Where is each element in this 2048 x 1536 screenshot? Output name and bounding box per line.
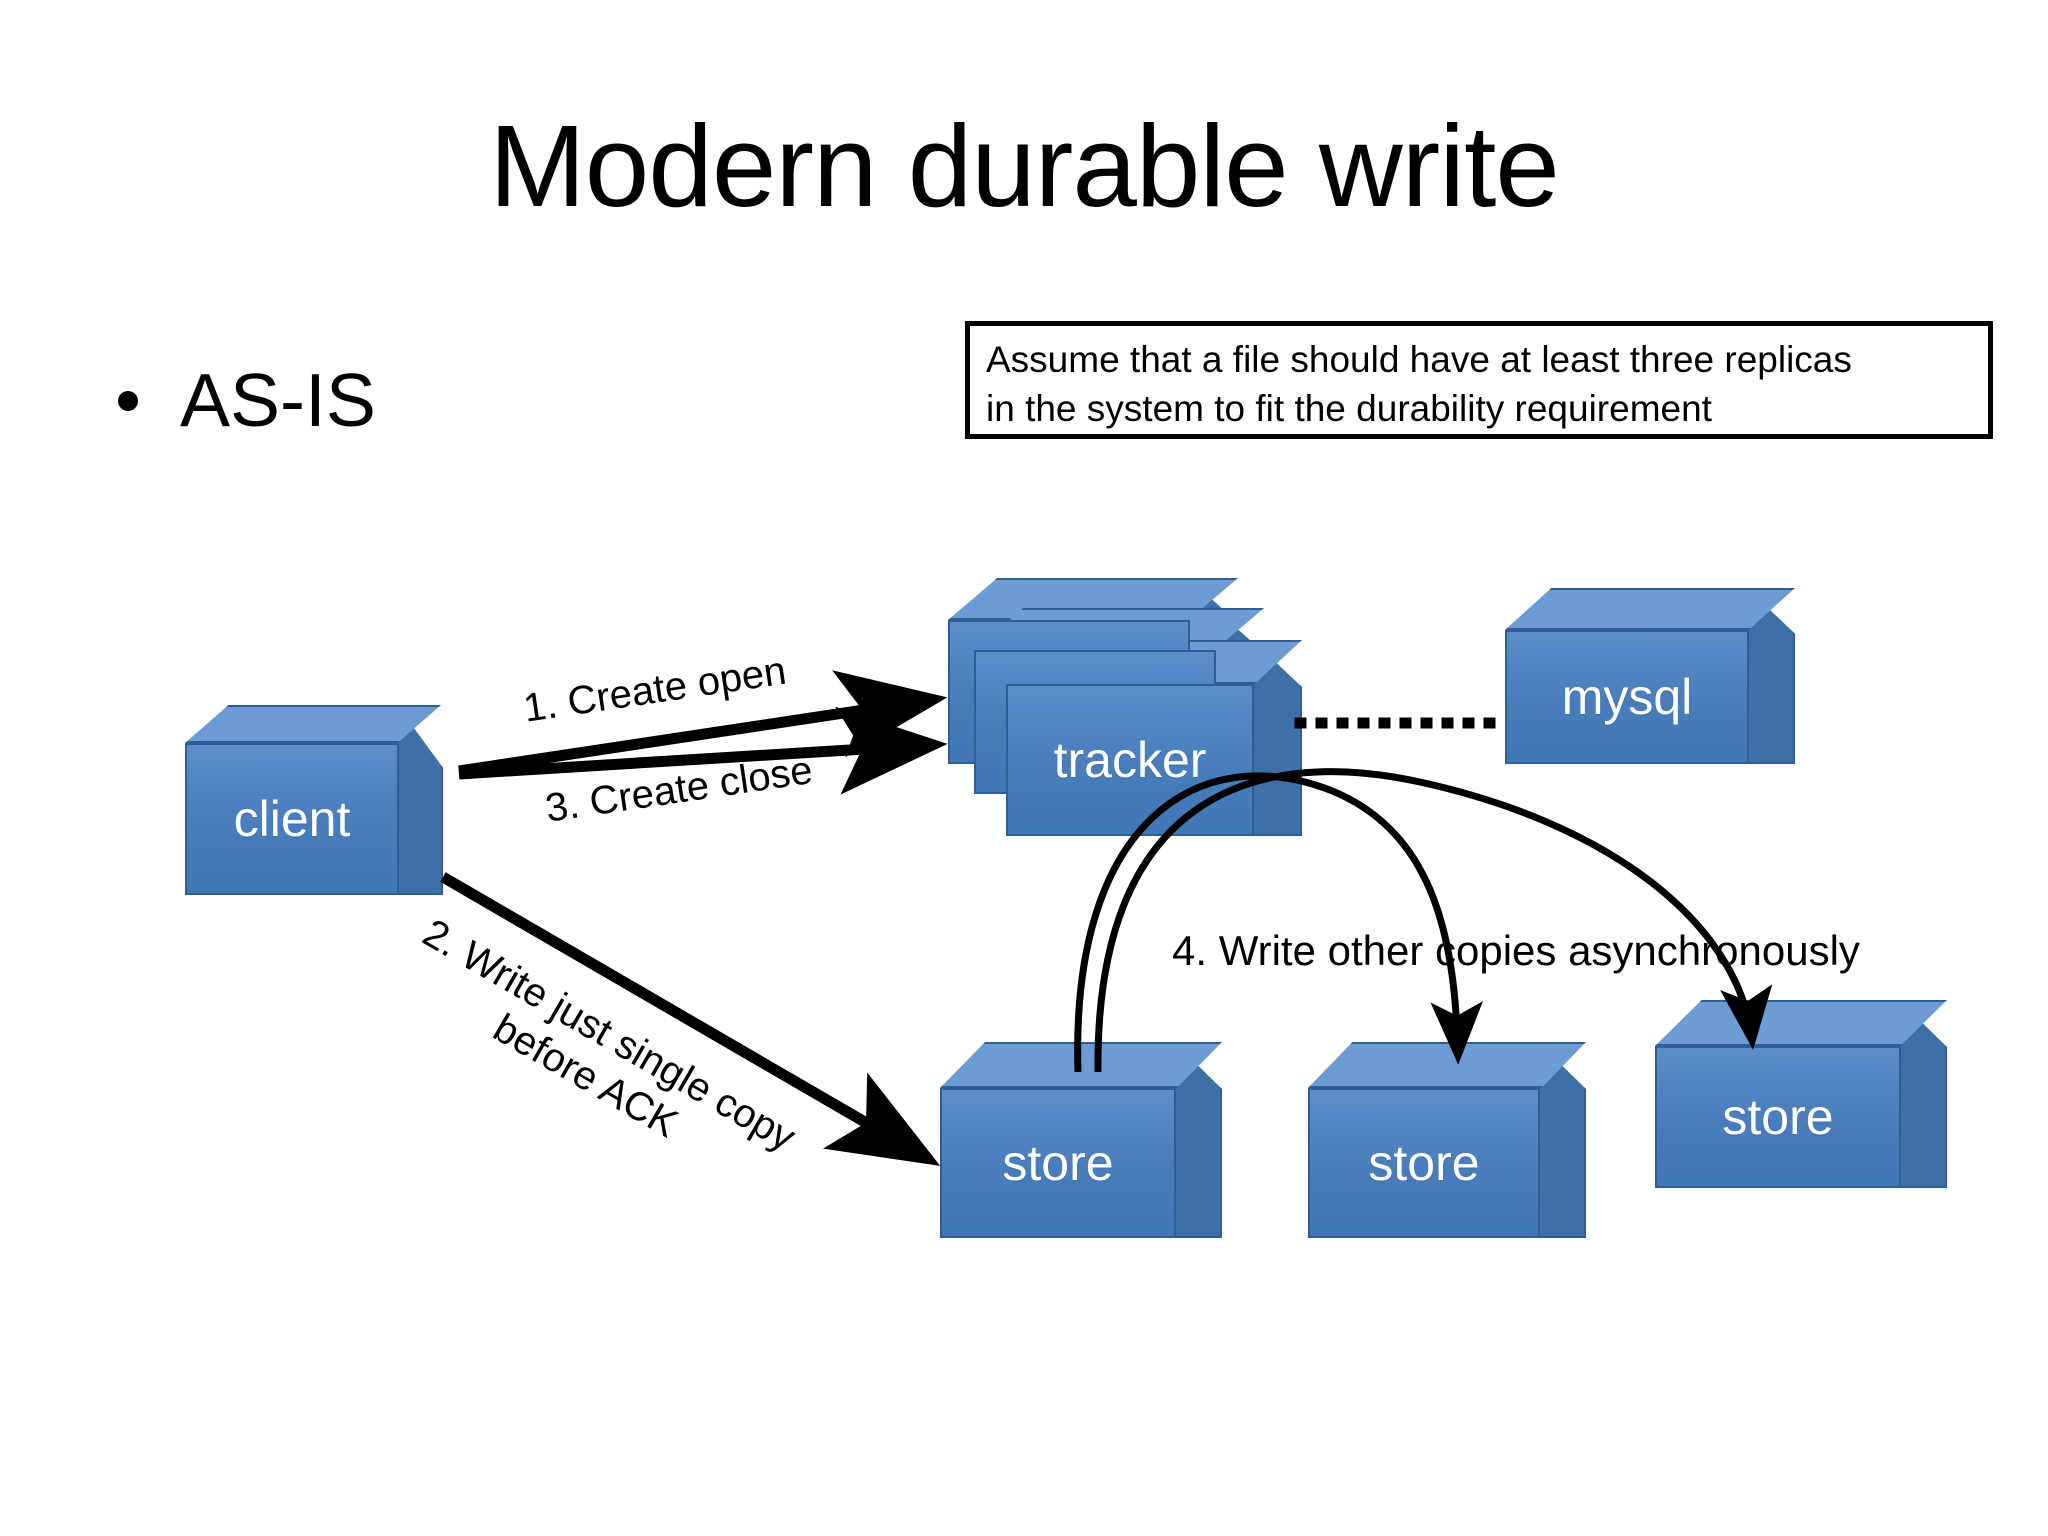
store2-top-face <box>1308 1042 1586 1088</box>
tracker-front-front-face: tracker <box>1006 684 1254 836</box>
bullet-label: AS-IS <box>180 358 376 442</box>
node-store-1[interactable]: store <box>940 1042 1230 1242</box>
node-store-2[interactable]: store <box>1308 1042 1594 1242</box>
note-line-2: in the system to fit the durability requ… <box>986 387 1712 429</box>
store3-label: store <box>1722 1089 1834 1145</box>
assumption-note-box: Assume that a file should have at least … <box>965 321 1993 439</box>
node-store-3[interactable]: store <box>1655 1000 1955 1192</box>
edge-1-label: 1. Create open <box>520 648 789 731</box>
store1-top-face <box>940 1042 1222 1088</box>
node-tracker[interactable]: tracker <box>948 578 1308 838</box>
node-mysql[interactable]: mysql <box>1505 588 1805 768</box>
note-line-1: Assume that a file should have at least … <box>986 339 1852 380</box>
store2-label: store <box>1368 1135 1480 1191</box>
store1-front-face: store <box>940 1088 1176 1238</box>
client-top-face <box>185 705 441 743</box>
mysql-front-face: mysql <box>1505 630 1749 764</box>
store1-label: store <box>1002 1135 1114 1191</box>
edge-3-label: 3. Create close <box>542 747 816 831</box>
bullet-dot-icon <box>118 390 138 411</box>
client-label: client <box>233 791 351 847</box>
store3-top-face <box>1655 1000 1947 1046</box>
store2-front-face: store <box>1308 1088 1540 1238</box>
mysql-label: mysql <box>1561 669 1693 725</box>
store3-front-face: store <box>1655 1046 1901 1188</box>
edge-4-label: 4. Write other copies asynchronously <box>1172 927 1860 974</box>
tracker-label: tracker <box>1053 732 1207 788</box>
node-client[interactable]: client <box>185 705 485 895</box>
bullet-item-as-is: AS-IS <box>118 363 376 438</box>
edge-2-label: 2. Write just single copy before ACK <box>391 910 803 1203</box>
client-front-face: client <box>185 743 399 895</box>
mysql-top-face <box>1505 588 1795 630</box>
page-title: Modern durable write <box>489 101 1560 231</box>
